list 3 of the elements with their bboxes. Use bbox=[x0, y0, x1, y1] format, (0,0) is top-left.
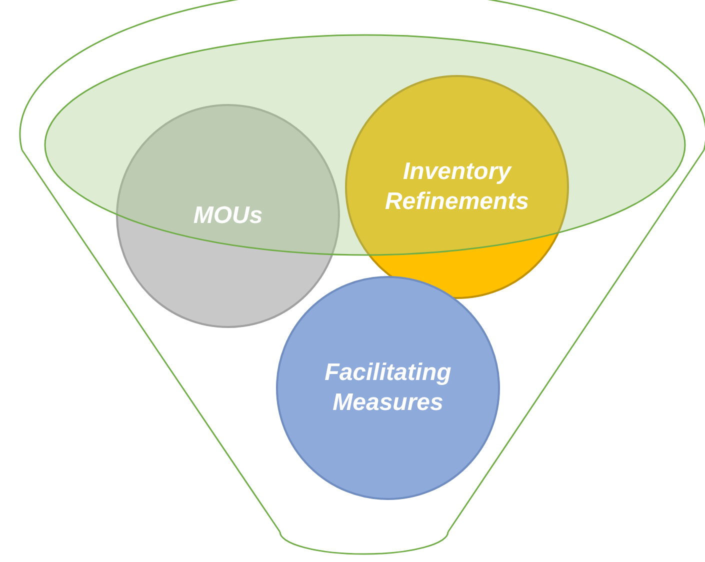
circle-label: Facilitating Measures bbox=[324, 358, 452, 418]
circle-label: Inventory Refinements bbox=[384, 157, 530, 217]
circle-label: MOUs bbox=[192, 201, 264, 231]
